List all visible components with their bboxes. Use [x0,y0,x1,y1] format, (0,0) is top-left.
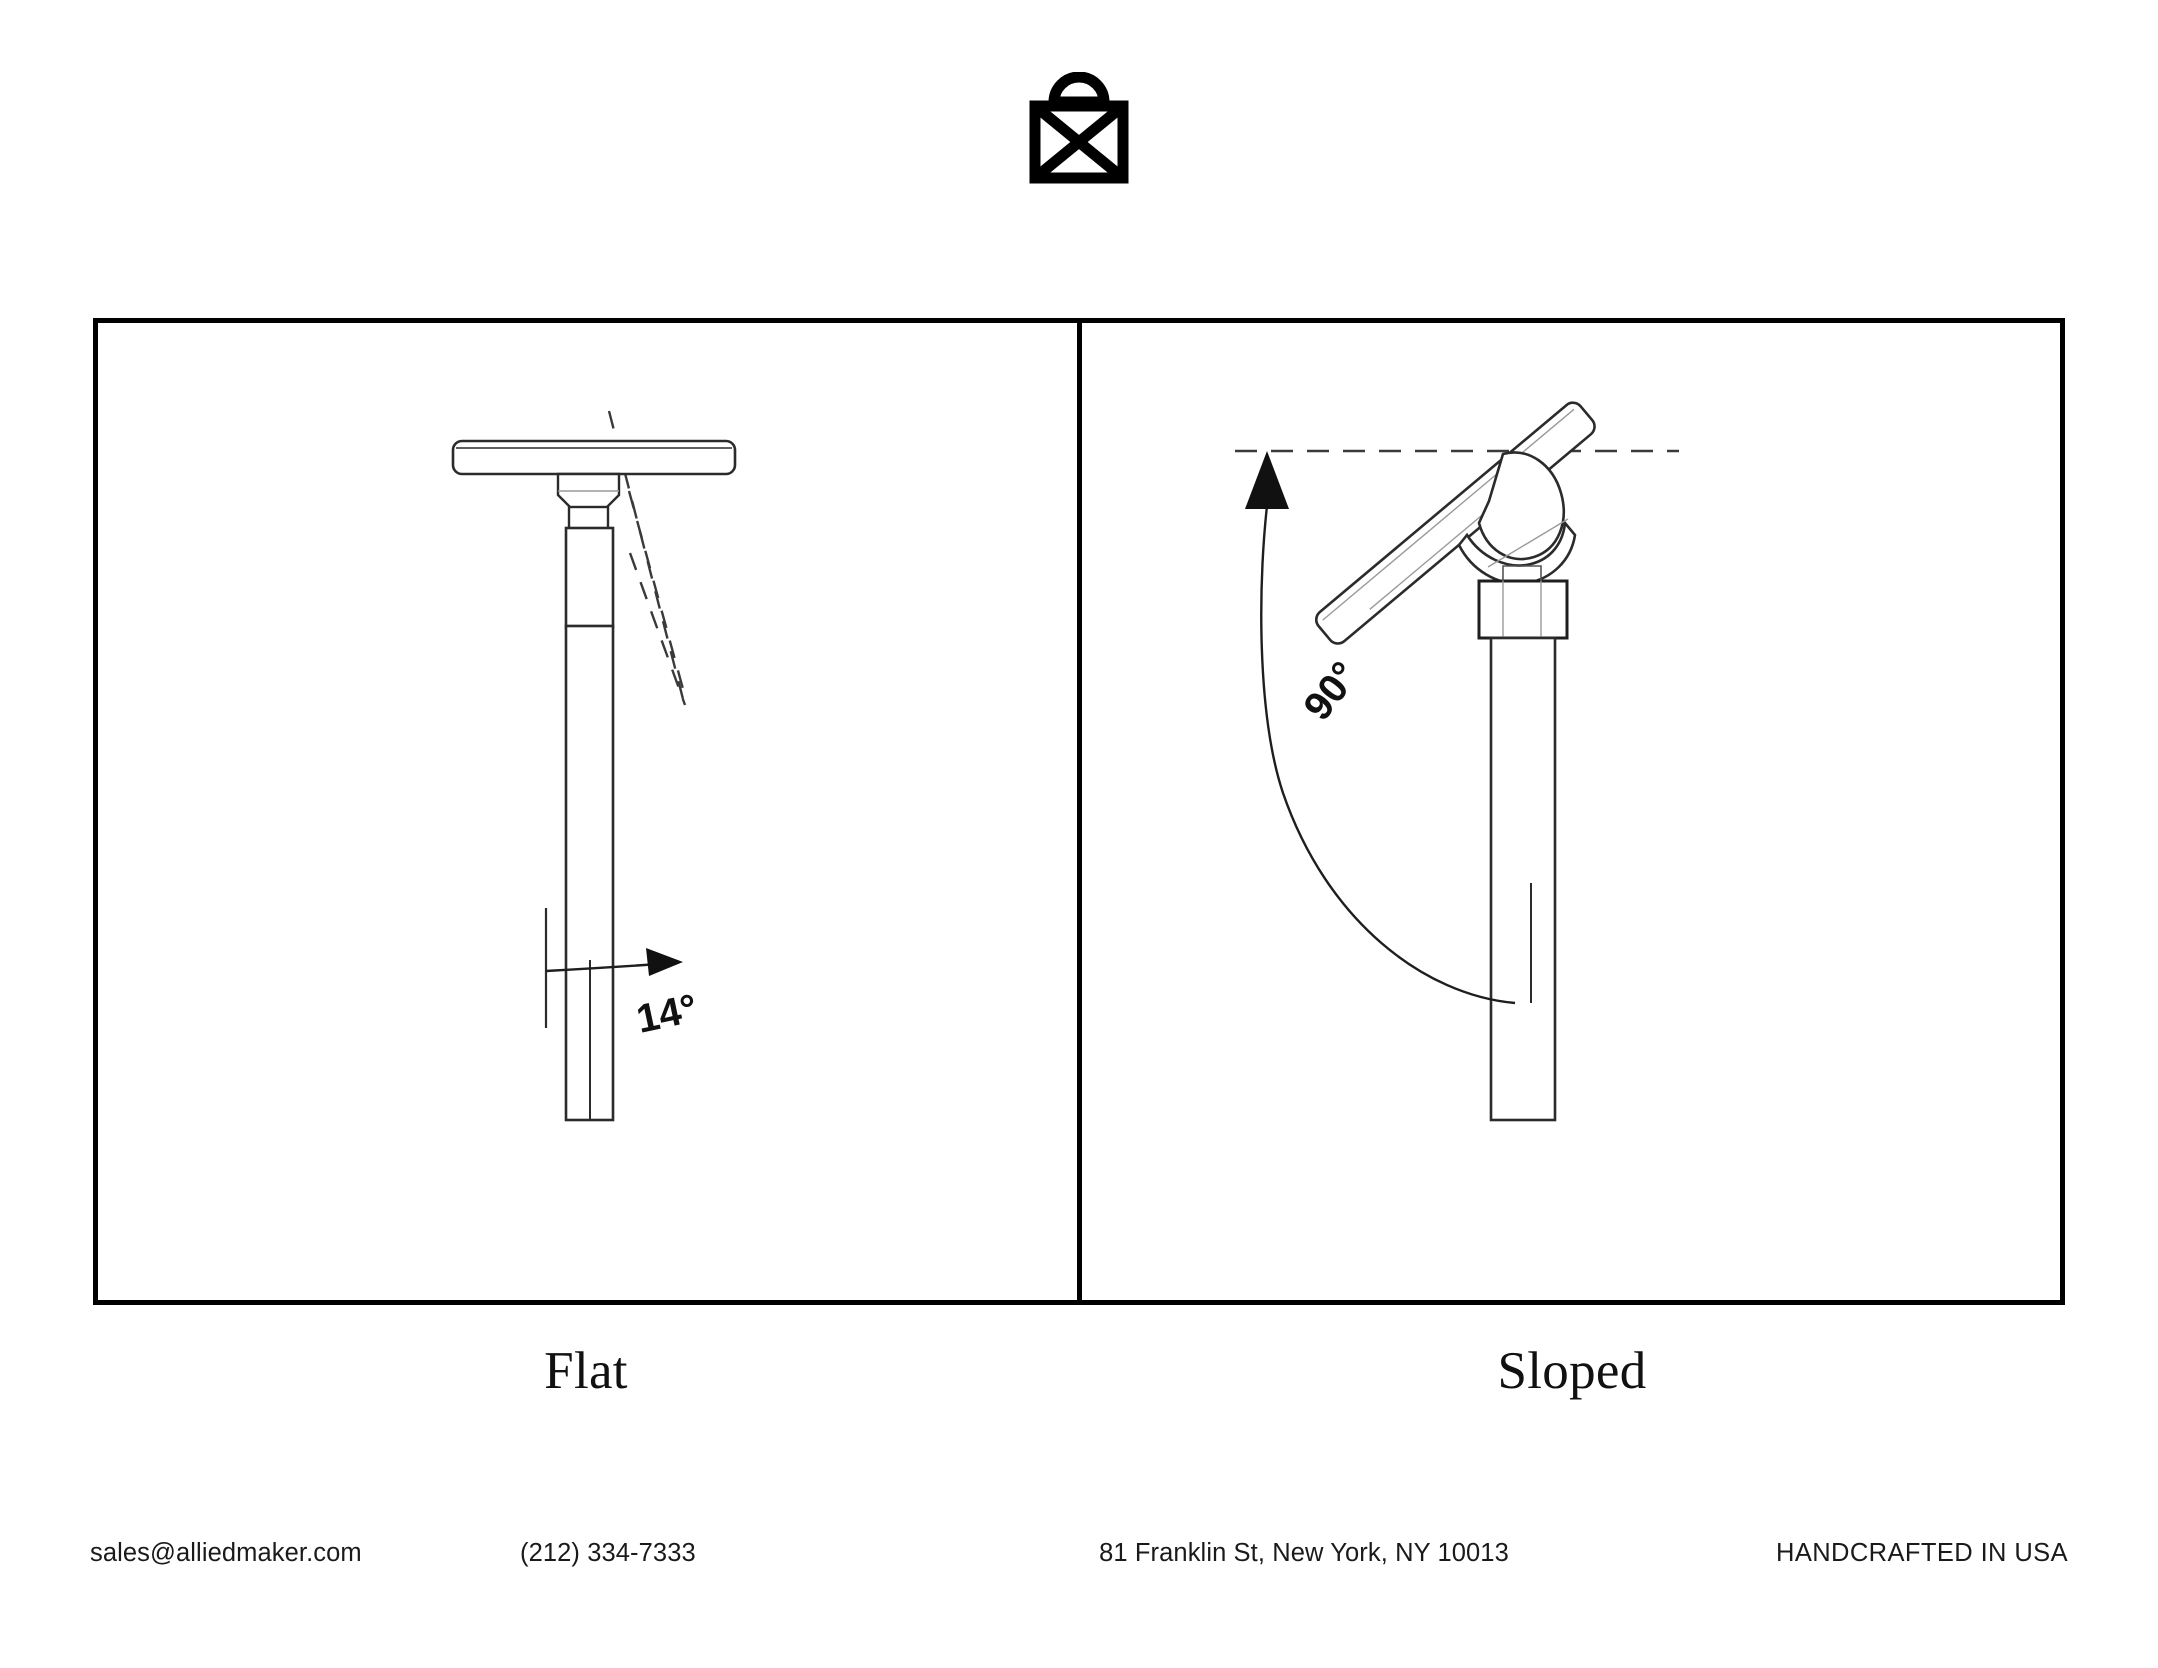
joint-collar [1477,565,1569,640]
panel-divider [1076,323,1082,1300]
logo-container [0,72,2158,202]
sloped-angle-indicator [1245,451,1516,1005]
flat-stem [564,526,615,1122]
flat-angle-indicator [545,948,683,976]
sloped-angle-label: 90° [1295,654,1367,729]
drawing-frame: 14° [93,318,2065,1305]
ball-joint-knuckle [1457,451,1577,585]
flat-shade [451,439,737,476]
allied-maker-logo-icon [1029,72,1129,184]
footer: sales@alliedmaker.com (212) 334-7333 81 … [0,1528,2158,1578]
footer-phone[interactable]: (212) 334-7333 [520,1538,696,1567]
flat-angle-label: 14° [633,986,701,1042]
panel-sloped: 90° [1079,323,2060,1300]
sloped-lamp-drawing: 90° [1235,401,1679,1122]
footer-address: 81 Franklin St, New York, NY 10013 [1099,1538,1509,1567]
footer-origin: HANDCRAFTED IN USA [1776,1538,2068,1567]
flat-lamp-drawing: 14° [451,410,737,1122]
caption-flat: Flat [544,1342,628,1400]
panel-captions: Flat Sloped [93,1345,2065,1398]
panel-flat: 14° [98,323,1079,1300]
flat-tilt-ray [628,552,687,706]
footer-email[interactable]: sales@alliedmaker.com [90,1538,362,1567]
caption-sloped: Sloped [1497,1342,1647,1400]
sloped-stem [1489,636,1557,1122]
flat-tilt-dashed-line [607,410,688,701]
shade-collar [556,472,621,531]
